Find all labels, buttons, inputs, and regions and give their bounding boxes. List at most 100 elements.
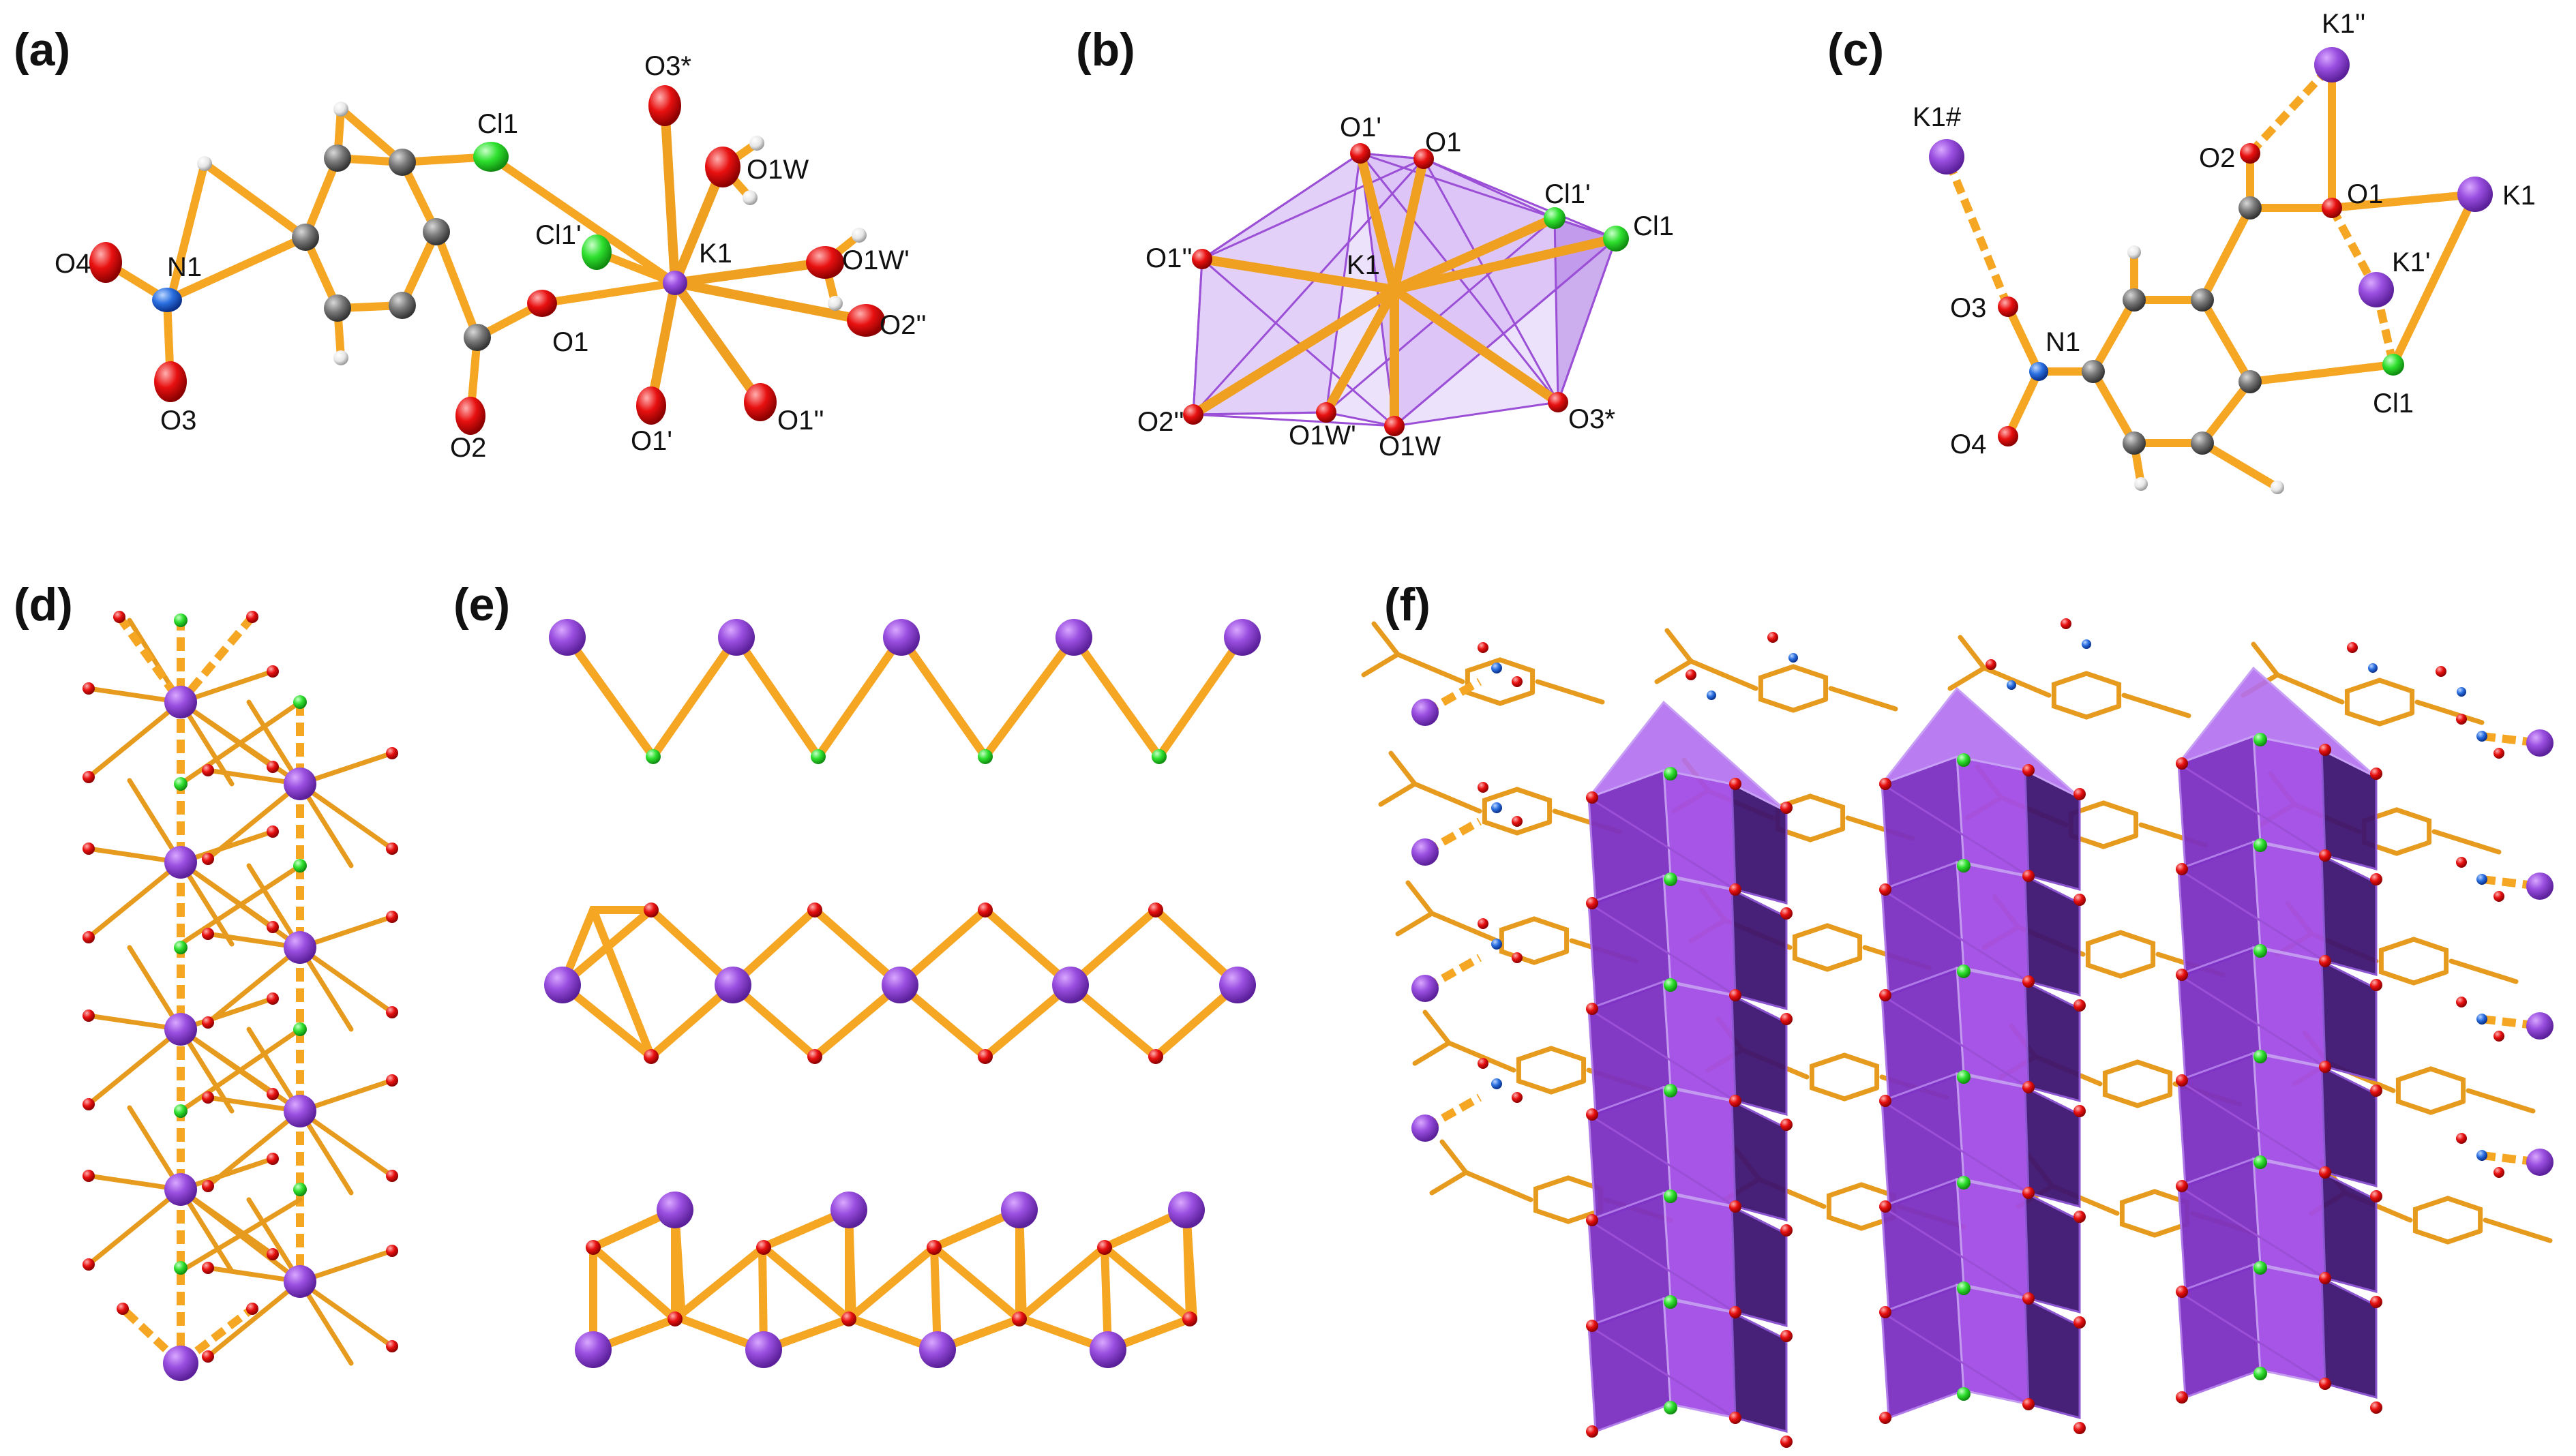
atom-label: Cl1	[2373, 389, 2414, 419]
bond	[1429, 911, 1499, 943]
panel-a-atoms	[89, 85, 885, 435]
potassium-atom	[1052, 967, 1089, 1003]
hydrogen-atom	[2271, 481, 2284, 494]
oxygen-atom	[668, 1311, 683, 1326]
oxygen-atom	[386, 1170, 398, 1182]
oxygen-atom	[847, 304, 885, 337]
nitrogen-atom	[2476, 731, 2487, 742]
chlorine-atom	[2253, 1261, 2267, 1275]
atom-label: O2	[450, 433, 486, 463]
oxygen-atom	[806, 246, 844, 279]
benzene-ring	[2412, 1196, 2483, 1245]
polyhedron-face	[1731, 1310, 1788, 1433]
bond	[1395, 911, 1435, 937]
oxygen-atom	[2240, 143, 2260, 164]
bond	[1446, 1040, 1516, 1073]
potassium-atom	[2526, 1012, 2553, 1040]
oxygen-atom	[1879, 1412, 1891, 1424]
oxygen-atom	[154, 361, 187, 402]
bond	[2275, 672, 2345, 705]
carbon-atom	[389, 292, 416, 319]
potassium-atom	[1090, 1331, 1126, 1368]
bond	[1378, 781, 1418, 807]
polyhedron-face	[1731, 993, 1788, 1116]
atom-label: N1	[2046, 327, 2080, 357]
carbon-atom	[2191, 431, 2214, 455]
oxygen-atom	[2456, 1133, 2467, 1144]
panel-c-label: (c)	[1827, 24, 1884, 76]
bond	[2483, 1217, 2553, 1243]
panel-b: (b)	[1076, 24, 1674, 461]
atom-label: K1	[699, 239, 732, 269]
oxygen-atom	[83, 682, 95, 695]
nitrogen-atom	[2476, 1150, 2487, 1161]
benzene-ring	[1499, 916, 1570, 965]
oxygen-atom	[2319, 744, 2331, 756]
bond	[1688, 658, 1758, 691]
oxygen-atom	[2073, 1105, 2086, 1117]
oxygen-atom	[83, 1258, 95, 1271]
panel-b-bonds	[1188, 149, 1621, 431]
oxygen-atom	[1767, 632, 1778, 643]
bond	[2178, 1079, 2326, 1174]
carbon-atom	[2238, 370, 2262, 393]
oxygen-atom	[202, 1180, 214, 1192]
benzene-ring	[2119, 1189, 2190, 1238]
oxygen-atom	[1729, 1306, 1741, 1318]
potassium-atom	[2457, 177, 2493, 212]
chlorine-atom	[174, 1261, 188, 1275]
chlorine-atom	[1664, 767, 1677, 780]
potassium-atom	[1001, 1192, 1038, 1228]
potassium-atom	[2358, 272, 2394, 307]
potassium-atom	[745, 1331, 782, 1368]
bond	[1828, 686, 1898, 712]
oxygen-atom	[1586, 897, 1598, 909]
oxygen-atom	[83, 1010, 95, 1022]
oxygen-atom	[2493, 1031, 2504, 1042]
oxygen-atom	[1879, 1200, 1891, 1213]
nitrogen-atom	[1491, 1078, 1502, 1089]
polyhedron-face	[1662, 769, 1737, 891]
bond	[1535, 679, 1605, 705]
chlorine-atom	[174, 941, 188, 954]
potassium-atom	[883, 619, 920, 656]
chlorine-atom	[1957, 753, 1971, 767]
oxygen-atom	[1512, 1092, 1523, 1103]
potassium-atom	[284, 768, 316, 800]
oxygen-atom	[1586, 1108, 1598, 1121]
oxygen-atom	[2073, 1422, 2086, 1434]
oxygen-atom	[2319, 849, 2331, 862]
oxygen-atom	[2493, 891, 2504, 902]
oxygen-atom	[1182, 1311, 1197, 1326]
potassium-atom	[164, 1013, 197, 1046]
oxygen-atom	[246, 611, 258, 623]
atom-label: O1	[552, 327, 588, 357]
polyhedron-face	[2252, 1263, 2326, 1385]
potassium-atom	[284, 931, 316, 964]
bond	[205, 1279, 303, 1359]
oxygen-atom	[1780, 1330, 1793, 1342]
oxygen-atom	[386, 1340, 398, 1352]
oxygen-atom	[1183, 404, 1203, 425]
oxygen-atom	[1384, 416, 1405, 436]
oxygen-atom	[1780, 802, 1793, 814]
chlorine-atom	[174, 1104, 188, 1118]
bond	[205, 781, 303, 862]
carbon-atom	[324, 294, 351, 322]
atom-label: O2''	[1137, 407, 1184, 437]
oxygen-atom	[1586, 1214, 1598, 1226]
panel-c-atoms	[1929, 47, 2493, 494]
polyhedron-face	[1662, 980, 1737, 1102]
bond	[1664, 628, 1694, 664]
oxygen-atom	[1879, 778, 1891, 790]
atom-label: O1''	[777, 406, 824, 436]
atom-label: O1W'	[842, 245, 910, 275]
benzene-ring	[2102, 1059, 2173, 1108]
potassium-atom	[1929, 139, 1964, 175]
atom-label: O3*	[644, 51, 691, 81]
chlorine-atom	[1544, 207, 1566, 229]
oxygen-atom	[1998, 297, 2018, 317]
bond	[2178, 762, 2326, 857]
oxygen-atom	[2022, 1081, 2035, 1093]
benzene-ring	[2085, 930, 2156, 979]
